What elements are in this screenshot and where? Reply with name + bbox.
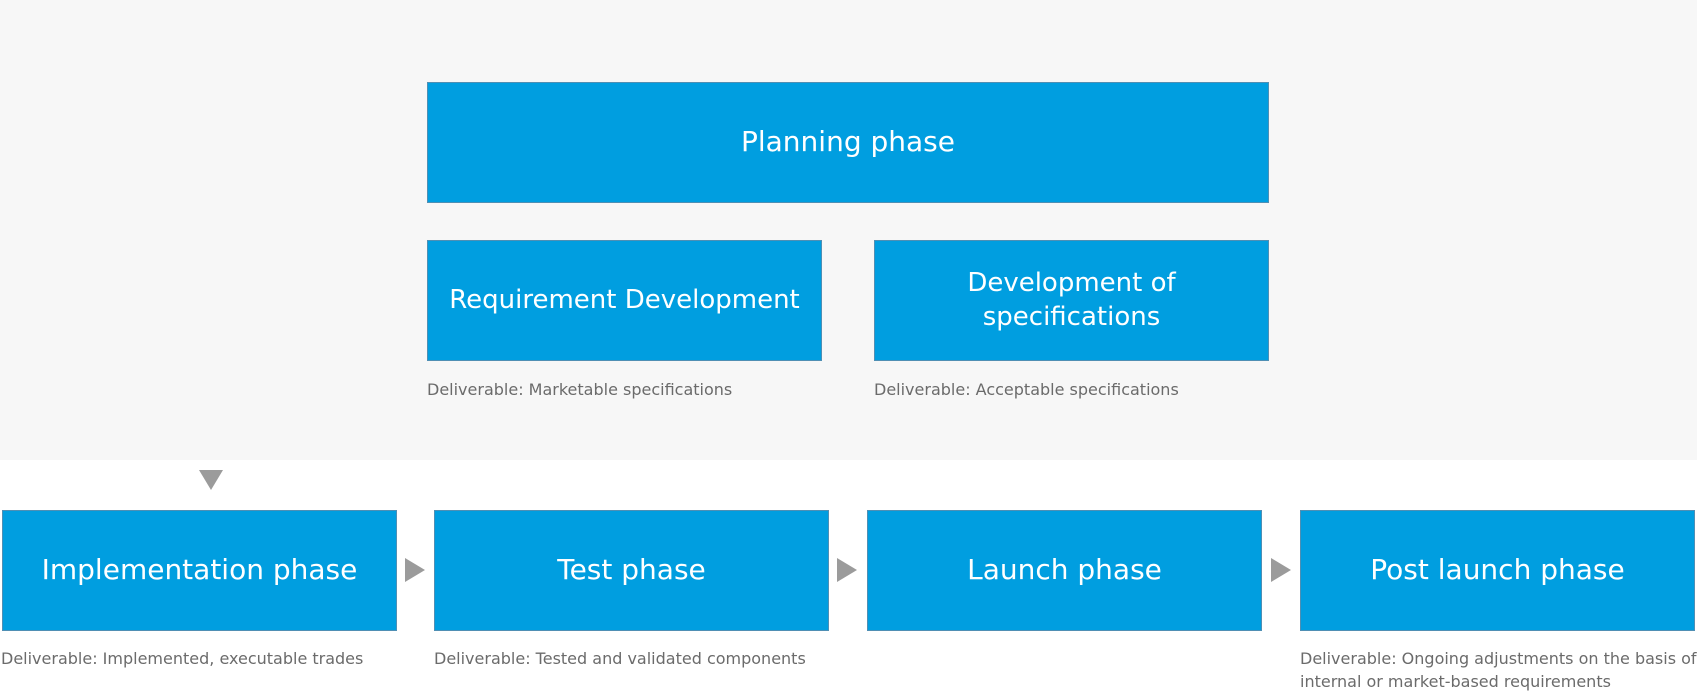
planning-section-background bbox=[0, 0, 1697, 460]
triangle-right-icon bbox=[1271, 558, 1291, 582]
launch-phase-box: Launch phase bbox=[867, 510, 1262, 631]
implementation-deliverable: Deliverable: Implemented, executable tra… bbox=[1, 649, 364, 668]
implementation-phase-box: Implementation phase bbox=[2, 510, 397, 631]
launch-phase-label: Launch phase bbox=[967, 553, 1162, 587]
specifications-deliverable: Deliverable: Acceptable specifications bbox=[874, 380, 1179, 399]
requirement-development-label: Requirement Development bbox=[449, 284, 800, 315]
triangle-down-icon bbox=[199, 470, 223, 490]
post-launch-phase-box: Post launch phase bbox=[1300, 510, 1695, 631]
post-launch-deliverable-line-2: internal or market-based requirements bbox=[1300, 672, 1611, 691]
post-launch-deliverable-line-1: Deliverable: Ongoing adjustments on the … bbox=[1300, 649, 1697, 668]
test-phase-label: Test phase bbox=[557, 553, 706, 587]
planning-phase-box: Planning phase bbox=[427, 82, 1269, 203]
triangle-right-icon bbox=[405, 558, 425, 582]
implementation-phase-label: Implementation phase bbox=[41, 553, 358, 587]
requirement-development-box: Requirement Development bbox=[427, 240, 822, 361]
post-launch-deliverable: Deliverable: Ongoing adjustments on the … bbox=[1300, 647, 1697, 693]
planning-phase-label: Planning phase bbox=[740, 125, 955, 159]
post-launch-phase-label: Post launch phase bbox=[1370, 553, 1625, 587]
specifications-box: Development of specifications bbox=[874, 240, 1269, 361]
specifications-label: Development of specifications bbox=[967, 267, 1176, 332]
test-phase-box: Test phase bbox=[434, 510, 829, 631]
test-deliverable: Deliverable: Tested and validated compon… bbox=[434, 649, 806, 668]
triangle-right-icon bbox=[837, 558, 857, 582]
requirement-deliverable: Deliverable: Marketable specifications bbox=[427, 380, 733, 399]
